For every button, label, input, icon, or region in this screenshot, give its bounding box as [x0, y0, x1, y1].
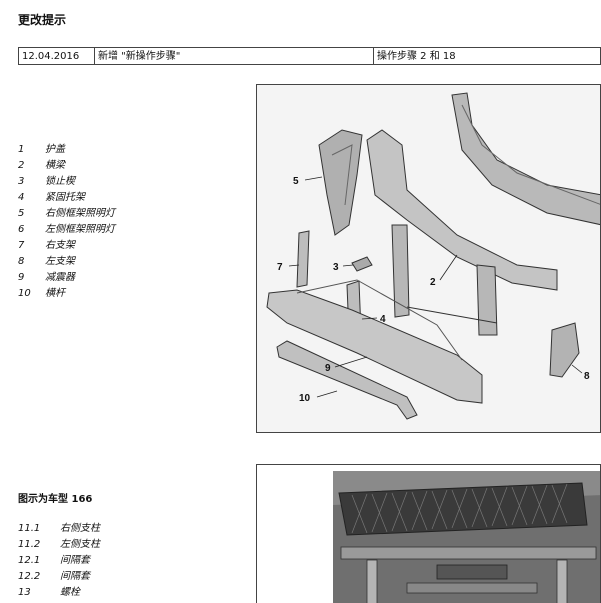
legend-number: 2: [18, 160, 25, 171]
legend-item: 7 右支架: [18, 238, 115, 254]
change-description: 新增 "新操作步骤": [95, 48, 374, 64]
vehicle-photo-figure: [256, 464, 601, 603]
legend-number: 8: [18, 256, 25, 267]
legend-text: 减震器: [45, 272, 75, 283]
legend-number: 3: [18, 176, 25, 187]
legend-item: 11.1 右侧支柱: [18, 521, 100, 537]
section-heading: 图示为车型 166: [18, 494, 93, 505]
legend-number: 12.2: [18, 571, 41, 582]
change-table: 12.04.2016 新增 "新操作步骤" 操作步骤 2 和 18: [18, 47, 601, 65]
callout-8: 8: [584, 371, 590, 382]
legend-number: 6: [18, 224, 25, 235]
legend-item: 3 锁止楔: [18, 174, 115, 190]
parts-legend: 1 护盖 2 横梁 3 锁止楔 4 紧固托架 5 右侧框架照明灯 6 左侧框架照明灯 7 右支…: [18, 142, 115, 302]
callout-7: 7: [277, 262, 283, 273]
legend-item: 10 横杆: [18, 286, 115, 302]
legend-text: 左侧支柱: [60, 539, 100, 550]
callout-10: 10: [299, 393, 311, 404]
legend-text: 护盖: [45, 144, 65, 155]
callout-9: 9: [325, 363, 331, 374]
legend-item: 12.1 间隔套: [18, 553, 100, 569]
legend-text: 螺栓: [60, 587, 80, 598]
legend-text: 左支架: [45, 256, 75, 267]
legend-text: 紧固托架: [45, 192, 85, 203]
legend-number: 7: [18, 240, 25, 251]
exploded-parts-figure: 5 7 3 2 4 9 10 8: [256, 84, 601, 433]
legend-item: 4 紧固托架: [18, 190, 115, 206]
change-date: 12.04.2016: [19, 48, 95, 64]
legend-item: 8 左支架: [18, 254, 115, 270]
section-legend: 11.1 右侧支柱 11.2 左侧支柱 12.1 间隔套 12.2 间隔套 13 螺栓: [18, 521, 100, 601]
legend-item: 1 护盖: [18, 142, 115, 158]
legend-item: 9 减震器: [18, 270, 115, 286]
exploded-parts-drawing: 5 7 3 2 4 9 10 8: [257, 85, 600, 432]
legend-number: 1: [18, 144, 25, 155]
legend-number: 11.2: [18, 539, 41, 550]
legend-number: 13: [18, 587, 31, 598]
legend-item: 6 左侧框架照明灯: [18, 222, 115, 238]
callout-3: 3: [333, 262, 339, 273]
legend-text: 右侧支柱: [60, 523, 100, 534]
vehicle-front-photo: [257, 465, 600, 603]
legend-text: 右支架: [45, 240, 75, 251]
legend-number: 5: [18, 208, 25, 219]
legend-text: 左侧框架照明灯: [45, 224, 115, 235]
legend-text: 间隔套: [60, 555, 90, 566]
legend-text: 横杆: [45, 288, 65, 299]
legend-text: 间隔套: [60, 571, 90, 582]
legend-item: 13 螺栓: [18, 585, 100, 601]
legend-item: 12.2 间隔套: [18, 569, 100, 585]
callout-2: 2: [430, 277, 436, 288]
legend-item: 11.2 左侧支柱: [18, 537, 100, 553]
legend-item: 5 右侧框架照明灯: [18, 206, 115, 222]
change-steps: 操作步骤 2 和 18: [377, 51, 456, 62]
page-heading: 更改提示: [18, 13, 67, 27]
legend-text: 横梁: [45, 160, 65, 171]
callout-5: 5: [293, 176, 299, 187]
legend-number: 11.1: [18, 523, 41, 534]
callout-4: 4: [380, 314, 386, 325]
legend-number: 4: [18, 192, 25, 203]
legend-text: 右侧框架照明灯: [45, 208, 115, 219]
legend-text: 锁止楔: [45, 176, 75, 187]
legend-number: 9: [18, 272, 25, 283]
legend-number: 12.1: [18, 555, 41, 566]
legend-number: 10: [18, 288, 31, 299]
legend-item: 2 横梁: [18, 158, 115, 174]
